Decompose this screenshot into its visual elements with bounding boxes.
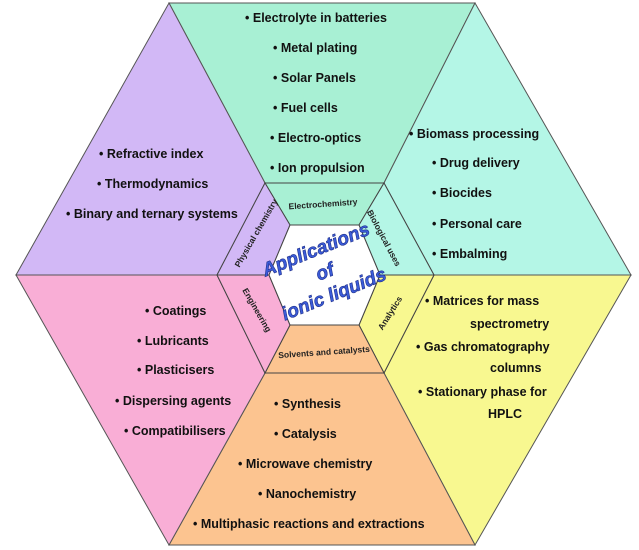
- list-item: • Plasticisers: [137, 363, 214, 377]
- list-item: • Drug delivery: [432, 156, 520, 170]
- list-item: • Stationary phase for: [418, 385, 547, 399]
- list-item-continuation: columns: [490, 361, 541, 375]
- list-item: • Dispersing agents: [115, 394, 231, 408]
- list-item: • Coatings: [145, 304, 206, 318]
- list-item: • Nanochemistry: [258, 487, 356, 501]
- list-item-part-1: Matrices for mass: [433, 294, 539, 308]
- list-lower-left: • Coatings • Lubricants • Plasticisers •…: [115, 304, 231, 438]
- band-label-electrochemistry: Electrochemistry: [288, 197, 358, 212]
- list-item-continuation: HPLC: [488, 407, 522, 421]
- list-item: • Compatibilisers: [124, 424, 226, 438]
- list-upper-right: • Biomass processing • Drug delivery • B…: [409, 127, 539, 261]
- list-item: • Electrolyte in batteries: [245, 11, 387, 25]
- list-item: • Solar Panels: [273, 71, 356, 85]
- center-hexagon: [268, 224, 381, 326]
- list-item: • Electro-optics: [270, 131, 361, 145]
- list-item: • Embalming: [432, 247, 507, 261]
- list-item: • Catalysis: [274, 427, 337, 441]
- list-item: • Matrices for mass: [425, 294, 539, 308]
- list-item: • Refractive index: [99, 147, 203, 161]
- list-upper-left: • Refractive index • Thermodynamics • Bi…: [66, 147, 238, 221]
- list-item: • Ion propulsion: [270, 161, 365, 175]
- list-item: • Multiphasic reactions and extractions: [193, 517, 425, 531]
- list-item: • Personal care: [432, 217, 522, 231]
- list-item: • Fuel cells: [273, 101, 338, 115]
- list-item: • Biocides: [432, 186, 492, 200]
- list-item: • Binary and ternary systems: [66, 207, 238, 221]
- list-item: • Metal plating: [273, 41, 357, 55]
- list-item-continuation: spectrometry: [470, 317, 549, 331]
- list-lower-right: • Matrices for mass spectrometry • Gas c…: [416, 294, 550, 421]
- list-item: • Biomass processing: [409, 127, 539, 141]
- list-item: • Lubricants: [137, 334, 209, 348]
- list-top: • Electrolyte in batteries • Metal plati…: [245, 11, 387, 175]
- list-item: • Microwave chemistry: [238, 457, 372, 471]
- list-item: • Thermodynamics: [97, 177, 208, 191]
- list-item: • Synthesis: [274, 397, 341, 411]
- list-item: • Gas chromatography: [416, 340, 550, 354]
- list-bottom: • Synthesis • Catalysis • Microwave chem…: [193, 397, 425, 531]
